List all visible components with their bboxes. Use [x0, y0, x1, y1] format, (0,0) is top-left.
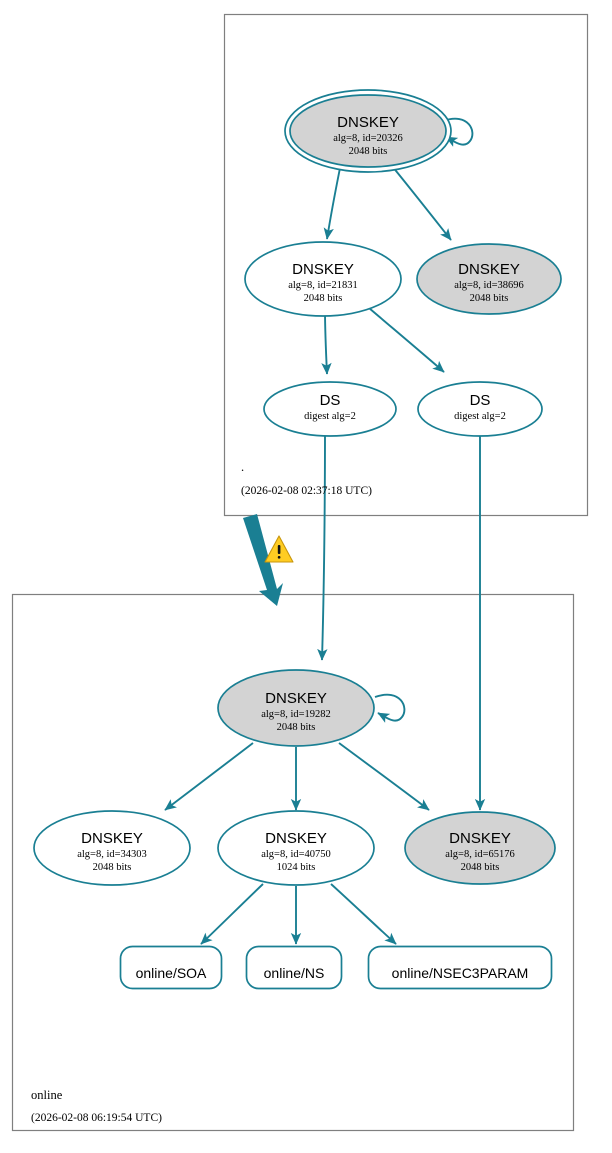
zone-label-online: online [31, 1088, 63, 1102]
node-title: DS [320, 392, 341, 409]
node-title: DNSKEY [449, 830, 511, 847]
node-rrset-nsec3param[interactable]: online/NSEC3PARAM [367, 945, 553, 990]
node-title: DNSKEY [292, 261, 354, 278]
node-title: DNSKEY [265, 830, 327, 847]
warning-triangle-icon [264, 535, 294, 563]
zone-timestamp-root: (2026-02-08 02:37:18 UTC) [241, 485, 372, 497]
node-keysize: 2048 bits [93, 862, 132, 873]
rrset-label: online/SOA [136, 965, 207, 981]
node-keysize: 2048 bits [461, 862, 500, 873]
node-title: DS [470, 392, 491, 409]
node-rrset-ns[interactable]: online/NS [245, 945, 343, 990]
edge-dnskey19282-self-loop [374, 693, 406, 723]
edge-dnskey20326-to-dnskey21831 [323, 167, 341, 240]
edge-dnskey21831-to-ds-left [321, 309, 332, 375]
zone-label-root: . [241, 460, 244, 474]
node-ds-right[interactable]: DS digest alg=2 [417, 381, 543, 437]
edge-ds-left-to-dnskey19282 [317, 423, 328, 661]
node-keysize: 2048 bits [470, 293, 509, 304]
node-dnskey-65176[interactable]: DNSKEY alg=8, id=65176 2048 bits [404, 811, 556, 885]
node-dnskey-20326[interactable]: DNSKEY alg=8, id=20326 2048 bits [284, 89, 452, 173]
edge-dnskey20326-to-dnskey38696 [391, 165, 452, 241]
edge-dnskey40750-to-soa [200, 883, 264, 945]
node-keyinfo: alg=8, id=21831 [288, 280, 358, 291]
rrset-label: online/NS [264, 965, 325, 981]
edge-dnskey21831-to-ds-right [368, 307, 445, 373]
rrset-label: online/NSEC3PARAM [392, 965, 529, 981]
node-title: DNSKEY [265, 690, 327, 707]
node-keyinfo: alg=8, id=65176 [445, 849, 515, 860]
node-dnskey-21831[interactable]: DNSKEY alg=8, id=21831 2048 bits [244, 241, 402, 317]
node-dnskey-34303[interactable]: DNSKEY alg=8, id=34303 2048 bits [33, 810, 191, 886]
node-digest: digest alg=2 [454, 411, 506, 422]
node-ds-left[interactable]: DS digest alg=2 [263, 381, 397, 437]
node-keyinfo: alg=8, id=20326 [333, 133, 403, 144]
node-keysize: 2048 bits [349, 146, 388, 157]
zone-timestamp-online: (2026-02-08 06:19:54 UTC) [31, 1112, 162, 1124]
edge-dnskey20326-self-loop [442, 117, 474, 147]
node-rrset-soa[interactable]: online/SOA [119, 945, 223, 990]
node-title: DNSKEY [81, 830, 143, 847]
edge-dnskey40750-to-nsec3param [330, 883, 397, 945]
node-keysize: 1024 bits [277, 862, 316, 873]
node-dnskey-40750[interactable]: DNSKEY alg=8, id=40750 1024 bits [217, 810, 375, 886]
edge-zone-delegation-root-to-online [243, 514, 283, 606]
node-digest: digest alg=2 [304, 411, 356, 422]
node-keyinfo: alg=8, id=38696 [454, 280, 524, 291]
node-keysize: 2048 bits [304, 293, 343, 304]
edge-dnskey19282-to-dnskey65176 [338, 742, 430, 811]
node-title: DNSKEY [337, 114, 399, 131]
zone-box-root [223, 13, 589, 517]
node-keyinfo: alg=8, id=19282 [261, 709, 331, 720]
node-title: DNSKEY [458, 261, 520, 278]
node-dnskey-38696[interactable]: DNSKEY alg=8, id=38696 2048 bits [416, 243, 562, 315]
node-keyinfo: alg=8, id=40750 [261, 849, 331, 860]
zone-box-online [11, 593, 575, 1132]
edge-dnskey19282-to-dnskey34303 [164, 742, 254, 811]
node-dnskey-19282[interactable]: DNSKEY alg=8, id=19282 2048 bits [217, 669, 375, 747]
node-keysize: 2048 bits [277, 722, 316, 733]
node-keyinfo: alg=8, id=34303 [77, 849, 147, 860]
